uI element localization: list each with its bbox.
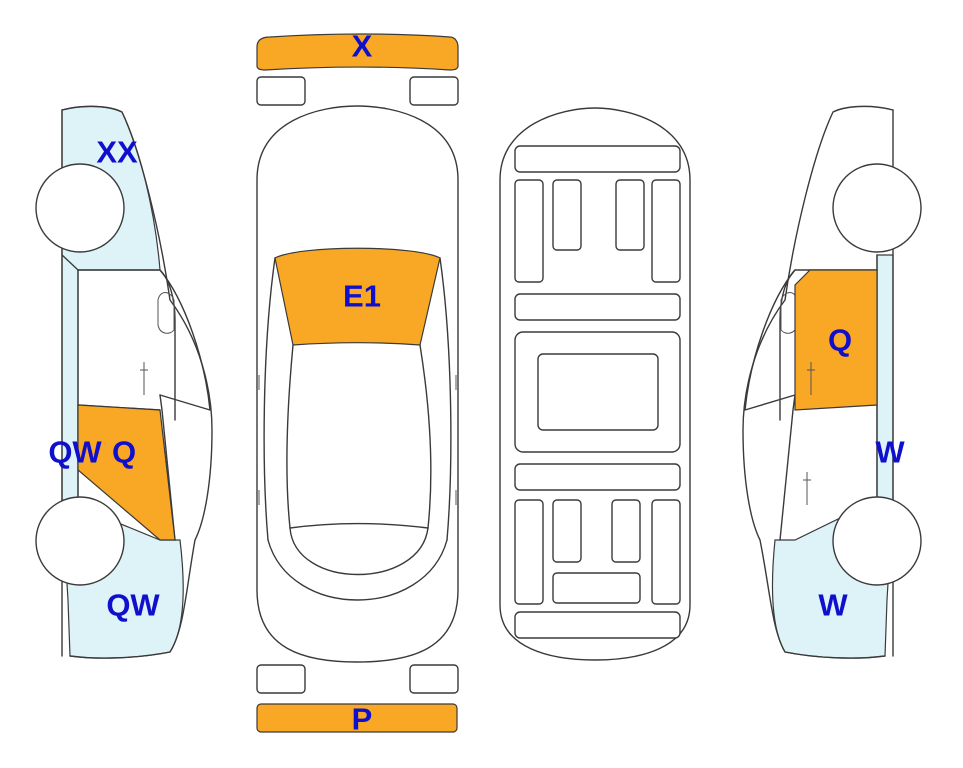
front-bumper-damage xyxy=(256,33,459,71)
left-rear-quarter-label: QW xyxy=(106,588,160,623)
left-rear-door-damage xyxy=(77,404,176,541)
left-front-wheel xyxy=(35,163,125,253)
front-bumper-label: X xyxy=(352,29,373,64)
right-rear-wheel xyxy=(832,496,922,586)
right-door-damage xyxy=(794,269,878,411)
left-rear-wheel xyxy=(35,496,125,586)
hood-label: E1 xyxy=(343,279,381,314)
top-view: X E1 P xyxy=(256,29,459,737)
left-door-label-b: Q xyxy=(112,435,136,470)
right-door-label: Q xyxy=(828,323,852,358)
right-front-wheel xyxy=(832,163,922,253)
right-rear-quarter-label: W xyxy=(818,588,848,623)
left-front-fender-label: XX xyxy=(96,135,138,170)
right-sill-label: W xyxy=(875,435,905,470)
right-side-view: Q W W xyxy=(742,105,922,659)
left-door-label-a: QW xyxy=(48,435,102,470)
left-side-view: XX QW Q QW xyxy=(35,105,213,659)
rear-bumper-label: P xyxy=(352,702,373,737)
underbody-view xyxy=(499,107,691,661)
rear-bumper-damage xyxy=(256,703,458,733)
